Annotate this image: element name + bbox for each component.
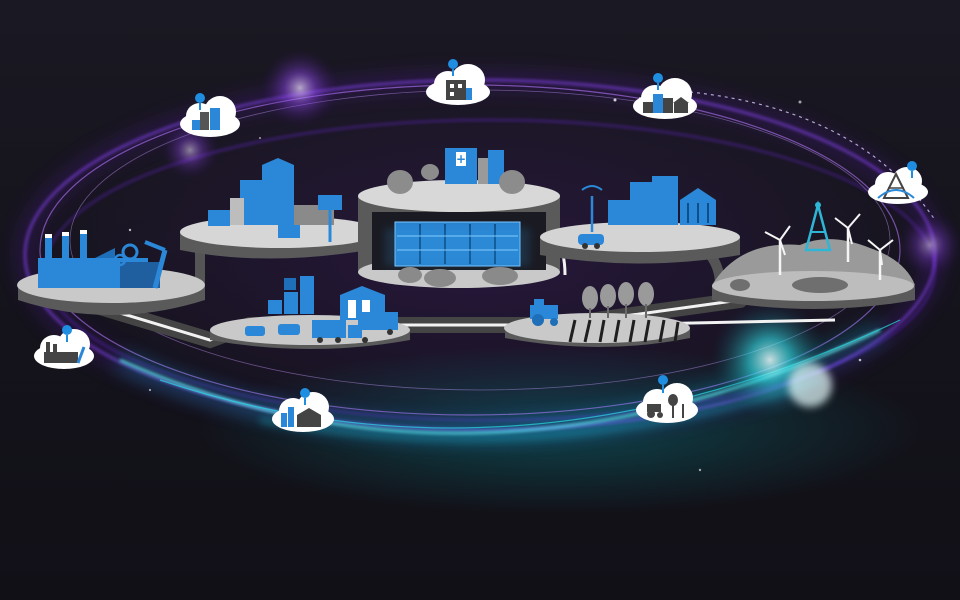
- cloud-node-factory[interactable]: [34, 325, 94, 369]
- cloud-node-city[interactable]: [633, 73, 697, 119]
- warehouse-icon: [281, 407, 321, 427]
- warehouse-icon: [340, 286, 385, 320]
- platform-industrial-factory: [17, 230, 205, 315]
- platform-city-office: [180, 158, 380, 259]
- office-buildings-icon: [192, 108, 220, 130]
- node-pin-icon: [653, 73, 663, 83]
- power-tower-icon: [804, 200, 832, 252]
- car-icon: [578, 234, 604, 249]
- server-rack-icon: [385, 221, 530, 267]
- cargo-boxes-icon: [268, 276, 314, 314]
- wind-turbine-icon: [764, 213, 894, 280]
- tractor-icon: [647, 394, 684, 418]
- power-tower-icon: [877, 171, 915, 199]
- street-lamp-icon: [581, 185, 603, 232]
- government-building-icon: [608, 176, 716, 225]
- billboard-icon: [278, 195, 342, 242]
- cloud-shape: [636, 383, 698, 423]
- robot-arm-icon: [113, 240, 168, 289]
- cloud-node-warehouse[interactable]: [272, 388, 334, 432]
- platform-logistics-warehouse: [210, 276, 410, 349]
- factory-icon: [44, 342, 86, 364]
- shrubs-icon: [398, 267, 518, 287]
- node-pin-icon: [907, 161, 917, 171]
- crops-icon: [568, 319, 680, 343]
- hospital-icon: +: [387, 148, 525, 194]
- node-pin-icon: [658, 375, 668, 385]
- office-buildings-icon: [208, 158, 334, 226]
- cloud-node-office[interactable]: [180, 93, 240, 137]
- node-pin-icon: [195, 93, 205, 103]
- node-pin-icon: [300, 388, 310, 398]
- trees-icon: [582, 282, 654, 318]
- node-pin-icon: [448, 59, 458, 69]
- cloud-node-energy[interactable]: [868, 161, 928, 204]
- delivery-truck-icon: [245, 312, 398, 343]
- sparkles: [128, 97, 862, 472]
- platform-smart-city-government: [540, 176, 740, 264]
- platform-hospital-datacenter: +: [358, 148, 560, 288]
- hospital-icon: [446, 80, 472, 100]
- cloud-node-hospital[interactable]: [426, 59, 490, 105]
- platform-wind-energy: [712, 200, 915, 309]
- tractor-icon: [530, 299, 558, 326]
- platform-agriculture-farm: [504, 282, 690, 347]
- factory-icon: [38, 230, 160, 288]
- node-pin-icon: [62, 325, 72, 335]
- svg-text:+: +: [456, 152, 466, 166]
- government-building-icon: [643, 94, 689, 113]
- cloud-node-farm[interactable]: [636, 375, 698, 423]
